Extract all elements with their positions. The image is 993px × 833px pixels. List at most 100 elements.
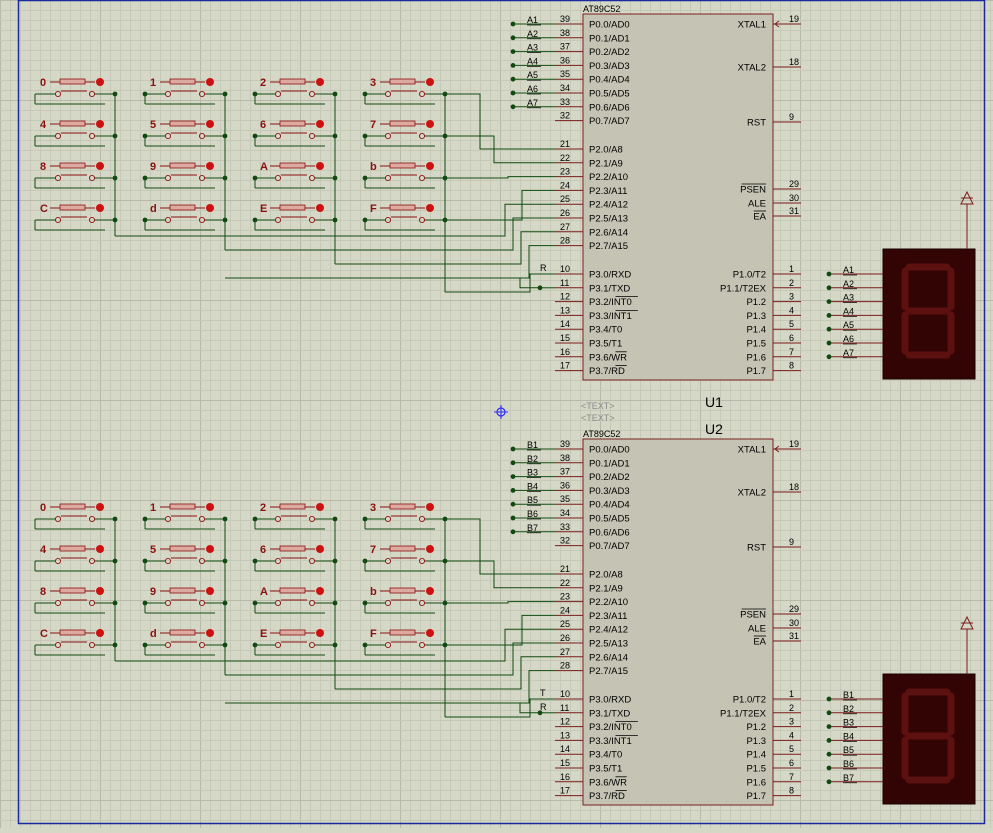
key-cap[interactable]	[169, 587, 196, 594]
key-button[interactable]	[206, 587, 214, 595]
keypad-key[interactable]: d	[145, 203, 225, 224]
key-cap[interactable]	[59, 587, 86, 594]
keypad-key[interactable]: 8	[35, 161, 115, 182]
key-cap[interactable]	[279, 629, 306, 636]
key-cap[interactable]	[389, 120, 416, 127]
keypad-key[interactable]: 7	[365, 544, 445, 565]
key-button[interactable]	[426, 587, 434, 595]
key-button[interactable]	[426, 204, 434, 212]
key-button[interactable]	[206, 78, 214, 86]
key-cap[interactable]	[169, 78, 196, 85]
keypad-key[interactable]: 9	[145, 586, 225, 607]
key-cap[interactable]	[59, 545, 86, 552]
keypad-key[interactable]: 4	[35, 119, 115, 140]
keypad-key[interactable]: 3	[365, 502, 445, 523]
key-cap[interactable]	[59, 503, 86, 510]
chip-u1[interactable]: 39P0.0/AD038P0.1/AD137P0.2/AD236P0.3/AD3…	[510, 4, 801, 381]
keypad-key[interactable]: 1	[145, 77, 225, 98]
key-cap[interactable]	[279, 587, 306, 594]
key-button[interactable]	[426, 503, 434, 511]
key-cap[interactable]	[59, 120, 86, 127]
key-button[interactable]	[316, 587, 324, 595]
key-cap[interactable]	[169, 162, 196, 169]
keypad-key[interactable]: E	[255, 203, 335, 224]
keypad-key[interactable]: 2	[255, 502, 335, 523]
keypad-key[interactable]: 0	[35, 77, 115, 98]
key-cap[interactable]	[279, 503, 306, 510]
key-button[interactable]	[96, 120, 104, 128]
chip-u2[interactable]: 39P0.0/AD038P0.1/AD137P0.2/AD236P0.3/AD3…	[510, 429, 801, 806]
key-cap[interactable]	[389, 503, 416, 510]
key-button[interactable]	[316, 545, 324, 553]
key-cap[interactable]	[169, 204, 196, 211]
key-button[interactable]	[96, 545, 104, 553]
keypad-key[interactable]: 4	[35, 544, 115, 565]
keypad-key[interactable]: 0	[35, 502, 115, 523]
key-button[interactable]	[206, 629, 214, 637]
keypad-key[interactable]: 6	[255, 544, 335, 565]
key-button[interactable]	[316, 503, 324, 511]
key-cap[interactable]	[279, 78, 306, 85]
key-button[interactable]	[206, 120, 214, 128]
key-cap[interactable]	[169, 503, 196, 510]
key-button[interactable]	[316, 629, 324, 637]
key-cap[interactable]	[169, 629, 196, 636]
keypad-key[interactable]: 6	[255, 119, 335, 140]
key-cap[interactable]	[169, 120, 196, 127]
keypad-key[interactable]: 2	[255, 77, 335, 98]
keypad-key[interactable]: E	[255, 628, 335, 649]
key-button[interactable]	[426, 545, 434, 553]
keypad-key[interactable]: 8	[35, 586, 115, 607]
key-button[interactable]	[96, 629, 104, 637]
ic-body[interactable]	[582, 13, 774, 381]
key-button[interactable]	[96, 503, 104, 511]
keypad-key[interactable]: F	[365, 203, 445, 224]
key-cap[interactable]	[279, 162, 306, 169]
key-cap[interactable]	[389, 162, 416, 169]
key-button[interactable]	[426, 629, 434, 637]
ic-body[interactable]	[582, 438, 774, 806]
keypad-key[interactable]: 1	[145, 502, 225, 523]
key-button[interactable]	[96, 162, 104, 170]
keypad-key[interactable]: C	[35, 203, 115, 224]
key-cap[interactable]	[389, 629, 416, 636]
keypad-key[interactable]: 5	[145, 544, 225, 565]
key-button[interactable]	[96, 204, 104, 212]
key-button[interactable]	[96, 78, 104, 86]
key-button[interactable]	[206, 545, 214, 553]
keypad-key[interactable]: F	[365, 628, 445, 649]
key-cap[interactable]	[59, 162, 86, 169]
key-button[interactable]	[206, 204, 214, 212]
keypad-key[interactable]: A	[255, 586, 335, 607]
key-cap[interactable]	[59, 78, 86, 85]
key-button[interactable]	[426, 162, 434, 170]
key-cap[interactable]	[279, 545, 306, 552]
keypad-key[interactable]: b	[365, 161, 445, 182]
keypad-key[interactable]: 3	[365, 77, 445, 98]
key-button[interactable]	[316, 162, 324, 170]
key-cap[interactable]	[389, 545, 416, 552]
key-cap[interactable]	[389, 587, 416, 594]
keypad-key[interactable]: 7	[365, 119, 445, 140]
keypad-key[interactable]: 5	[145, 119, 225, 140]
key-button[interactable]	[316, 120, 324, 128]
key-cap[interactable]	[389, 204, 416, 211]
key-button[interactable]	[206, 162, 214, 170]
key-button[interactable]	[96, 587, 104, 595]
keypad-key[interactable]: A	[255, 161, 335, 182]
key-cap[interactable]	[59, 629, 86, 636]
key-button[interactable]	[426, 78, 434, 86]
key-button[interactable]	[316, 204, 324, 212]
key-cap[interactable]	[169, 545, 196, 552]
key-cap[interactable]	[59, 204, 86, 211]
key-button[interactable]	[316, 78, 324, 86]
key-cap[interactable]	[279, 120, 306, 127]
keypad-key[interactable]: b	[365, 586, 445, 607]
keypad-key[interactable]: C	[35, 628, 115, 649]
